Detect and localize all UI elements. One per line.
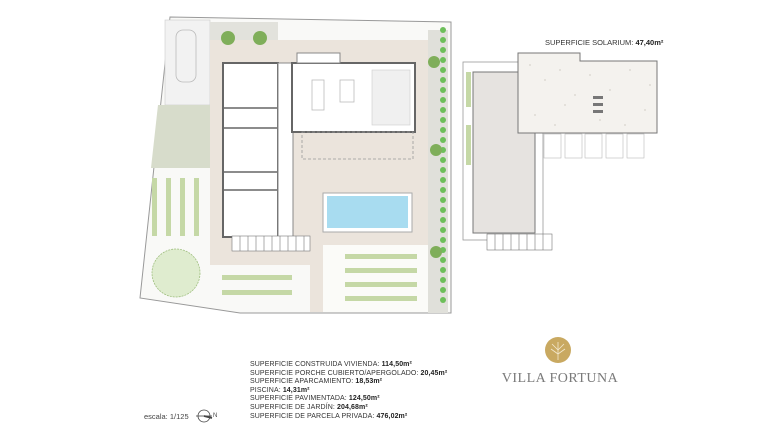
solarium-area-label: SUPERFICIE SOLARIUM: 47,40m²: [545, 38, 663, 47]
area-row: SUPERFICIE CONSTRUIDA VIVIENDA: 114,50m²: [250, 361, 447, 370]
area-row: SUPERFICIE DE PARCELA PRIVADA: 476,02m²: [250, 413, 447, 422]
solar-panel-icon: [593, 96, 603, 113]
north-label: N: [213, 413, 218, 419]
solarium-label: SUPERFICIE SOLARIUM:: [545, 38, 634, 47]
area-label: SUPERFICIE DE JARDÍN:: [250, 403, 335, 411]
planter-icon: [466, 72, 471, 165]
hallway: [277, 62, 294, 238]
pool-water: [327, 196, 408, 228]
covered-porch: [301, 131, 414, 160]
dining-table: [339, 79, 355, 103]
kitchen-island: [311, 79, 325, 111]
plant-rows: [152, 178, 417, 301]
north-arrow-icon: [196, 409, 213, 423]
area-value: 114,50m²: [381, 361, 412, 368]
stairs: [231, 235, 311, 252]
upper-terrace: [472, 71, 536, 234]
palm-tree-icon: [221, 31, 442, 258]
area-row: PISCINA: 14,31m²: [250, 387, 447, 396]
rug: [371, 69, 411, 126]
car-icon: [175, 29, 197, 83]
area-label: SUPERFICIE DE PARCELA PRIVADA:: [250, 412, 375, 420]
area-value: 124,50m²: [348, 395, 380, 403]
gravel-area: [151, 105, 210, 168]
tree-emblem-branches: [550, 342, 566, 360]
area-label: PISCINA:: [250, 386, 281, 394]
area-value: 14,31m²: [282, 386, 310, 394]
roof-speckle: [529, 64, 651, 126]
area-row: SUPERFICIE APARCAMIENTO: 18,53m²: [250, 378, 447, 387]
area-label: SUPERFICIE APARCAMIENTO:: [250, 378, 354, 386]
area-value: 476,02m²: [376, 412, 408, 420]
area-label: SUPERFICIE PAVIMENTADA:: [250, 395, 347, 403]
parking-area: [164, 19, 211, 106]
upper-stairs: [486, 233, 553, 251]
area-value: 18,53m²: [355, 378, 383, 386]
pergola: [543, 133, 645, 159]
brand-name: VILLA FORTUNA: [501, 371, 619, 386]
kitchen-bump: [296, 52, 341, 64]
area-value: 204,68m²: [337, 403, 368, 411]
area-row: SUPERFICIE DE JARDÍN: 204,68m²: [250, 404, 447, 413]
solarium-value: 47,40m²: [635, 38, 664, 47]
hedge: [440, 27, 446, 303]
area-summary: SUPERFICIE CONSTRUIDA VIVIENDA: 114,50m²…: [250, 361, 447, 421]
scale-label: escala: 1/125: [144, 412, 189, 421]
area-value: 20,45m²: [420, 369, 448, 377]
bedroom-rooms: [222, 62, 279, 238]
solarium-roof: [517, 52, 658, 134]
area-row: SUPERFICIE PAVIMENTADA: 124,50m²: [250, 395, 447, 404]
area-row: SUPERFICIE PORCHE CUBIERTO/APERGOLADO: 2…: [250, 370, 447, 379]
tree-icon: [151, 248, 201, 298]
area-label: SUPERFICIE CONSTRUIDA VIVIENDA:: [250, 361, 380, 368]
area-label: SUPERFICIE PORCHE CUBIERTO/APERGOLADO:: [250, 369, 419, 377]
